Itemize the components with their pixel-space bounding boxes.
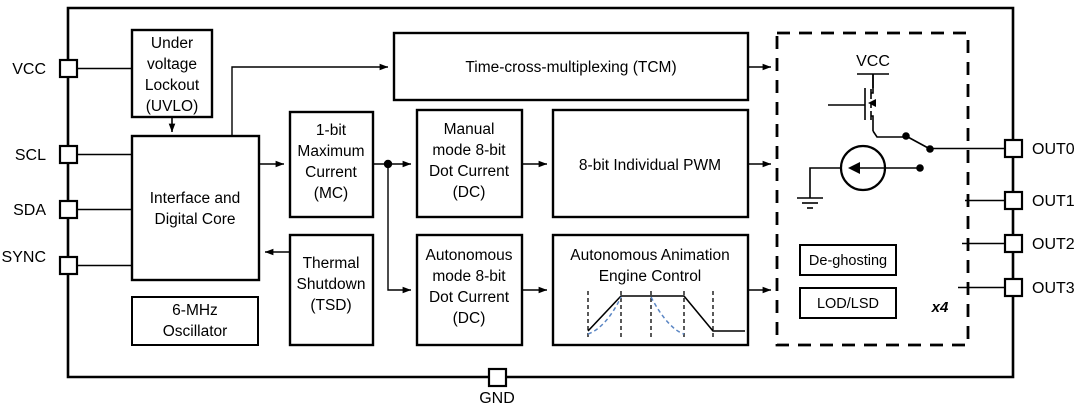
- output-stage-dashed-outline: [775, 31, 970, 347]
- block-tsd-line-3: (TSD): [310, 297, 351, 314]
- animation-waveform-icon: [587, 291, 745, 338]
- block-mc-line-4: (MC): [314, 185, 348, 202]
- block-oscillator[interactable]: 6-MHz Oscillator: [131, 296, 259, 346]
- chip-outline: [66, 6, 1015, 379]
- block-lod-lsd-label: LOD/LSD: [817, 296, 879, 312]
- block-uvlo-line-1: Under: [151, 35, 193, 52]
- block-animation-line-1: Autonomous Animation: [570, 247, 729, 264]
- wire-transistor-to-switch: [872, 130, 905, 138]
- pin-scl[interactable]: SCL: [15, 144, 132, 165]
- pin-sda-label: SDA: [13, 202, 46, 219]
- block-pwm-label: 8-bit Individual PWM: [579, 157, 721, 174]
- pin-vcc-label: VCC: [12, 61, 46, 78]
- block-auto-dc-line-2: mode 8-bit: [432, 268, 506, 285]
- pin-gnd[interactable]: GND: [479, 367, 515, 407]
- block-mc-line-1: 1-bit: [316, 122, 347, 139]
- block-animation-engine[interactable]: Autonomous Animation Engine Control: [551, 233, 750, 347]
- pin-scl-label: SCL: [15, 147, 46, 164]
- pin-out2[interactable]: OUT2: [962, 233, 1075, 254]
- block-individual-pwm[interactable]: 8-bit Individual PWM: [551, 108, 750, 219]
- current-source-icon: [809, 144, 924, 198]
- pin-out0-label: OUT0: [1032, 141, 1075, 158]
- wire-interface-to-tcm: [231, 63, 389, 136]
- block-lod-lsd[interactable]: LOD/LSD: [799, 287, 897, 319]
- block-interface-line-1: Interface and: [150, 190, 240, 207]
- block-auto-dc-line-1: Autonomous: [425, 247, 512, 264]
- pin-out1[interactable]: OUT1: [965, 190, 1075, 211]
- block-tcm[interactable]: Time-cross-multiplexing (TCM): [392, 31, 750, 102]
- pin-gnd-label: GND: [479, 390, 515, 407]
- block-tsd-line-2: Shutdown: [297, 276, 366, 293]
- pin-vcc[interactable]: VCC: [12, 58, 132, 79]
- pin-out1-label: OUT1: [1032, 193, 1075, 210]
- wire-mc-to-auto-dc: [387, 164, 412, 294]
- block-manual-dc-line-4: (DC): [453, 184, 486, 201]
- block-de-ghosting-label: De-ghosting: [809, 253, 887, 269]
- block-thermal-shutdown[interactable]: Thermal Shutdown (TSD): [288, 233, 375, 347]
- block-oscillator-line-1: 6-MHz: [172, 302, 218, 319]
- pin-sync-label: SYNC: [2, 249, 46, 266]
- block-uvlo[interactable]: Under voltage Lockout (UVLO): [130, 28, 214, 119]
- block-animation-line-2: Engine Control: [599, 268, 702, 285]
- block-auto-dc-line-4: (DC): [453, 310, 486, 327]
- ground-icon: [797, 197, 823, 209]
- block-uvlo-line-2: voltage: [147, 56, 197, 73]
- junction-dot-mc: [383, 159, 393, 169]
- block-tsd-line-1: Thermal: [303, 255, 360, 272]
- block-manual-dc-line-1: Manual: [444, 121, 495, 138]
- pin-out3[interactable]: OUT3: [958, 277, 1075, 298]
- spdt-switch-icon[interactable]: [902, 132, 934, 153]
- pin-out3-label: OUT3: [1032, 280, 1075, 297]
- pin-sync[interactable]: SYNC: [2, 249, 132, 276]
- output-stage-multiplier-label: x4: [931, 299, 949, 316]
- pin-sda[interactable]: SDA: [13, 199, 132, 220]
- block-auto-dc-line-3: Dot Current: [429, 289, 510, 306]
- block-oscillator-line-2: Oscillator: [163, 323, 228, 340]
- pin-out0[interactable]: OUT0: [930, 138, 1075, 159]
- block-interface-digital-core[interactable]: Interface and Digital Core: [130, 134, 261, 282]
- block-mc-line-3: Current: [305, 164, 357, 181]
- output-stage-vcc-label: VCC: [856, 53, 890, 70]
- block-interface-line-2: Digital Core: [155, 211, 236, 228]
- block-de-ghosting[interactable]: De-ghosting: [799, 244, 897, 276]
- pmos-transistor-icon: [828, 74, 876, 131]
- block-tcm-label: Time-cross-multiplexing (TCM): [465, 59, 676, 76]
- block-uvlo-line-4: (UVLO): [146, 98, 199, 115]
- block-mc-line-2: Maximum: [297, 143, 364, 160]
- block-max-current[interactable]: 1-bit Maximum Current (MC): [288, 110, 375, 219]
- pin-out2-label: OUT2: [1032, 236, 1075, 253]
- block-uvlo-line-3: Lockout: [145, 77, 200, 94]
- block-manual-dc-line-3: Dot Current: [429, 163, 510, 180]
- block-manual-dot-current[interactable]: Manual mode 8-bit Dot Current (DC): [415, 108, 524, 219]
- block-manual-dc-line-2: mode 8-bit: [432, 142, 506, 159]
- output-stage-group: VCC: [775, 31, 970, 347]
- block-autonomous-dot-current[interactable]: Autonomous mode 8-bit Dot Current (DC): [415, 233, 524, 347]
